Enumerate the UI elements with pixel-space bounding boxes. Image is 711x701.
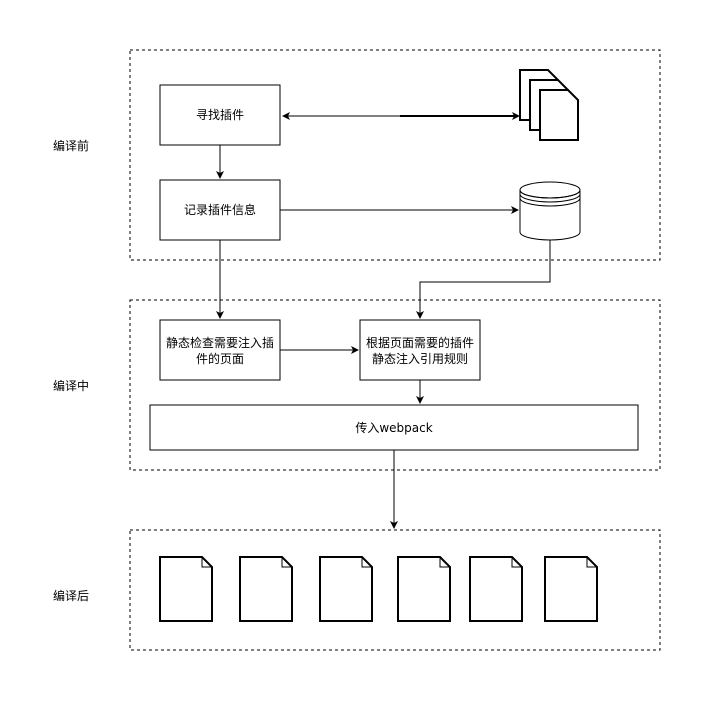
stage-during-container [129, 299, 661, 471]
document-icon [159, 556, 213, 622]
output-documents [159, 556, 598, 622]
document-fold [361, 557, 372, 568]
document-fold [281, 557, 292, 568]
static-check-box [159, 319, 281, 381]
document-icon [239, 556, 293, 622]
document-icon [544, 556, 598, 622]
document-icon [397, 556, 451, 622]
webpack-label: 传入webpack [355, 420, 432, 435]
find-plugins-box [159, 84, 281, 146]
find-plugins-label: 寻找插件 [196, 108, 244, 122]
multiple-documents-icon [519, 69, 579, 141]
webpack-box [149, 404, 639, 451]
inject-rules-label-line2: 静态注入引用规则 [372, 351, 468, 366]
static-check-label-line2: 件的页面 [196, 351, 244, 366]
stage-after-label: 编译后 [53, 588, 89, 603]
inject-rules-label-line1: 根据页面需要的插件 [366, 335, 474, 350]
document-fold [586, 557, 597, 568]
database-icon [519, 181, 581, 241]
document-icon [469, 556, 523, 622]
stage-before-label: 编译前 [53, 138, 89, 153]
arrow-database-to-inject [416, 240, 551, 319]
record-info-box [159, 179, 281, 241]
stage-during-label: 编译中 [53, 378, 89, 393]
inject-rules-box [359, 319, 481, 381]
document-fold [201, 557, 212, 568]
document-icon [319, 556, 373, 622]
stage-after-container [129, 529, 661, 651]
document-fold [439, 557, 450, 568]
static-check-label-line1: 静态检查需要注入插 [166, 335, 274, 350]
stage-before-container [129, 49, 661, 261]
document-fold [511, 557, 522, 568]
record-info-label: 记录插件信息 [184, 202, 256, 217]
